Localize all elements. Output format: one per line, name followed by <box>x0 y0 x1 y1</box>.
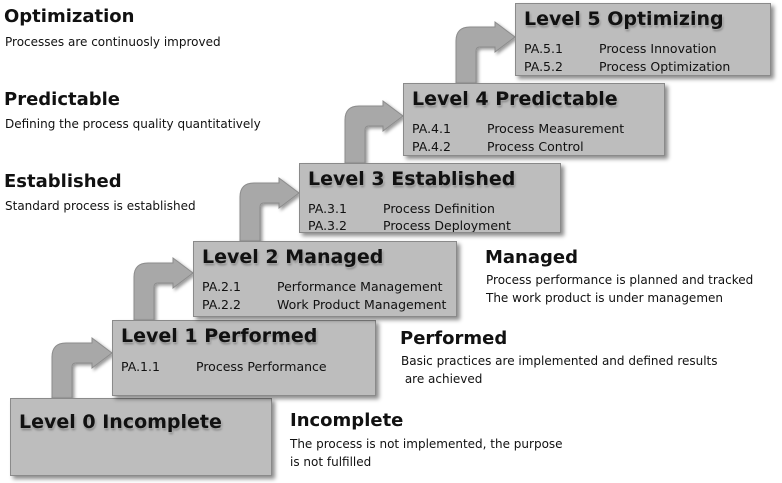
attribute-id: PA.5.1 <box>524 41 563 56</box>
level-4-box: Level 4 Predictable PA.4.1 Process Measur… <box>403 83 665 156</box>
established-description: Standard process is established <box>5 199 196 213</box>
established-heading: Established <box>4 171 122 192</box>
attribute-name: Process Control <box>487 139 584 154</box>
level-3-attribute-row: PA.3.1 Process Definition <box>308 201 495 216</box>
step-arrow-1 <box>133 257 194 321</box>
managed-description-line: The work product is under managemen <box>486 291 723 305</box>
attribute-name: Process Deployment <box>383 218 511 233</box>
level-0-title: Level 0 Incomplete <box>19 411 222 433</box>
managed-description-line: Process performance is planned and track… <box>486 273 754 287</box>
level-1-box: Level 1 Performed PA.1.1 Process Performa… <box>112 320 376 396</box>
level-4-attribute-row: PA.4.2 Process Control <box>412 139 584 154</box>
level-1-title: Level 1 Performed <box>121 325 318 347</box>
performed-description-line: are achieved <box>401 372 483 386</box>
attribute-name: Process Measurement <box>487 121 625 136</box>
step-arrow-4 <box>455 21 516 84</box>
optimization-heading: Optimization <box>4 6 135 27</box>
attribute-id: PA.3.1 <box>308 201 347 216</box>
attribute-name: Process Optimization <box>599 59 731 74</box>
level-5-attribute-row: PA.5.2 Process Optimization <box>524 59 730 74</box>
step-arrow-3 <box>344 100 404 164</box>
attribute-id: PA.5.2 <box>524 59 563 74</box>
level-3-attribute-row: PA.3.2 Process Deployment <box>308 218 511 233</box>
attribute-name: Work Product Management <box>277 297 447 312</box>
level-5-box: Level 5 Optimizing PA.5.1 Process Innovat… <box>515 3 771 76</box>
attribute-id: PA.3.2 <box>308 218 347 233</box>
step-arrow-2 <box>239 177 300 242</box>
attribute-name: Process Performance <box>196 359 327 374</box>
performed-heading: Performed <box>400 328 508 349</box>
managed-heading: Managed <box>485 247 578 268</box>
level-3-box: Level 3 Established PA.3.1 Process Defini… <box>299 163 561 233</box>
attribute-name: Process Definition <box>383 201 495 216</box>
attribute-name: Process Innovation <box>599 41 717 56</box>
level-1-attribute-row: PA.1.1 Process Performance <box>121 359 327 374</box>
level-2-attribute-row: PA.2.2 Work Product Management <box>202 297 446 312</box>
level-0-box: Level 0 Incomplete <box>10 398 272 476</box>
attribute-id: PA.2.1 <box>202 279 241 294</box>
level-2-box: Level 2 Managed PA.2.1 Performance Manage… <box>193 241 457 317</box>
level-5-title: Level 5 Optimizing <box>524 8 724 30</box>
predictable-description: Defining the process quality quantitativ… <box>5 117 261 131</box>
attribute-id: PA.1.1 <box>121 359 160 374</box>
level-5-attribute-row: PA.5.1 Process Innovation <box>524 41 717 56</box>
incomplete-heading: Incomplete <box>290 410 404 431</box>
level-2-attribute-row: PA.2.1 Performance Management <box>202 279 443 294</box>
performed-description-line: Basic practices are implemented and defi… <box>401 354 718 368</box>
attribute-id: PA.4.1 <box>412 121 451 136</box>
level-2-title: Level 2 Managed <box>202 246 384 268</box>
attribute-name: Performance Management <box>277 279 443 294</box>
level-4-attribute-row: PA.4.1 Process Measurement <box>412 121 624 136</box>
optimization-description: Processes are continuosly improved <box>5 35 221 49</box>
level-4-title: Level 4 Predictable <box>412 88 618 110</box>
attribute-id: PA.2.2 <box>202 297 241 312</box>
incomplete-description-line: The process is not implemented, the purp… <box>290 437 563 451</box>
step-arrow-0 <box>51 337 113 399</box>
incomplete-description-line: is not fulfilled <box>290 455 372 469</box>
level-3-title: Level 3 Established <box>308 168 516 190</box>
attribute-id: PA.4.2 <box>412 139 451 154</box>
predictable-heading: Predictable <box>4 89 121 110</box>
